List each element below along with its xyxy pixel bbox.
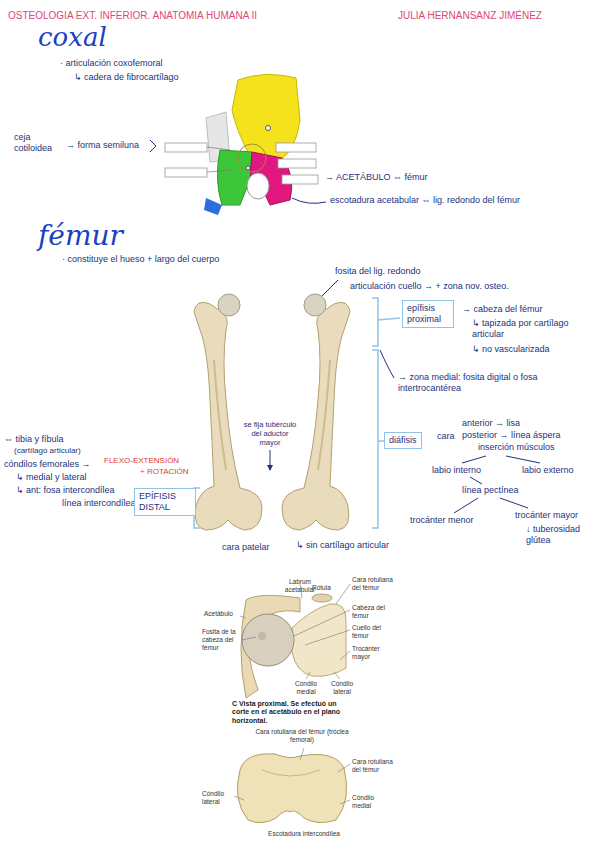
leader-lines xyxy=(189,280,540,528)
drawing-part xyxy=(246,166,250,170)
drawing-part xyxy=(204,198,222,215)
drawing-part xyxy=(262,770,320,776)
figure-label: Cóndilo lateral xyxy=(202,790,234,806)
drawing-part xyxy=(454,456,540,513)
note-text: línea pectínea xyxy=(462,485,519,496)
drawing-part xyxy=(165,143,207,152)
figure-label: Escotadura intercondílea xyxy=(264,830,344,838)
drawing-part xyxy=(282,175,318,184)
drawing-part xyxy=(217,150,254,205)
drawing-part xyxy=(266,126,271,131)
note-text: trocánter mayor xyxy=(515,510,578,521)
note-text: ↓ tuberosidad glútea xyxy=(526,524,588,546)
term-text: epífisis proximal xyxy=(407,303,449,325)
note-text: ↳ ant: fosa intercondílea xyxy=(16,485,115,496)
note-text: → forma semiluna xyxy=(66,140,139,151)
drawing-part xyxy=(258,632,266,640)
drawing-part xyxy=(282,294,350,530)
drawing-part xyxy=(380,350,394,378)
note-text: → cabeza del fémur xyxy=(462,304,543,315)
figure-label: Cara rotuliana del fémur xyxy=(352,758,394,774)
note-text: + ROTACIÓN xyxy=(140,467,189,477)
note-text: · constituye el hueso + largo del cuerpo xyxy=(62,254,219,265)
drawing-part xyxy=(238,144,266,172)
note-text: → zona medial: fosita digital o fosa int… xyxy=(398,372,578,394)
note-text: C Vista proximal. Se efectuó un corte en… xyxy=(232,700,352,725)
note-text: cara xyxy=(437,431,455,442)
note-text: labio interno xyxy=(432,465,481,476)
section-heading: coxal xyxy=(38,24,107,50)
coxal-bone xyxy=(150,74,326,215)
page-title: OSTEOLOGIA EXT. INFERIOR. ANATOMIA HUMAN… xyxy=(8,10,257,21)
drawing-part xyxy=(372,350,384,528)
note-text: cóndilos femorales → xyxy=(4,459,91,470)
note-text: se fija tubérculo del aductor mayor xyxy=(242,420,298,447)
figure-label: Acetábulo xyxy=(204,610,233,618)
figure-label: Cuello del fémur xyxy=(352,624,398,640)
note-text: JULIA HERNANSANZ JIMÉNEZ xyxy=(398,10,542,22)
note-text: ↳ no vascularizada xyxy=(472,344,550,355)
drawing-part xyxy=(247,173,269,199)
term-text: diáfisis xyxy=(389,435,417,446)
note-text: (cartílago articular) xyxy=(14,446,81,456)
section-heading: fémur xyxy=(38,222,123,250)
note-text: ⇔ tibia y fíbula xyxy=(4,434,64,445)
drawing-part xyxy=(194,294,262,530)
note-text: ceja cotiloidea xyxy=(14,132,64,154)
note-text: inserción músculos xyxy=(478,442,555,453)
figure-label: Rótula xyxy=(312,584,331,592)
drawing-part xyxy=(372,298,400,346)
figure-label: Cara rotuliana del fémur xyxy=(352,576,398,592)
figure-label: Cóndilo medial xyxy=(290,680,322,696)
drawing-part xyxy=(322,280,338,296)
note-text: línea intercondílea xyxy=(62,498,136,509)
note-text: ↳ sin cartílago articular xyxy=(296,540,389,551)
note-text: ↳ medial y lateral xyxy=(16,472,87,483)
note-text: labio externo xyxy=(522,465,574,476)
drawing-part xyxy=(270,450,271,470)
drawing-part xyxy=(150,140,156,152)
note-text: fosita del lig. redondo xyxy=(335,266,421,277)
drawing-part xyxy=(276,143,316,152)
boxed-term: EPÍFISIS DISTAL xyxy=(134,488,196,516)
note-text: articulación cuello → + zona nov. osteo. xyxy=(350,281,509,292)
figure-label: Trocánter mayor xyxy=(352,645,398,661)
note-text: FLEXO-EXTENSIÓN xyxy=(104,456,179,466)
boxed-term: diáfisis xyxy=(384,432,422,449)
note-text: · articulación coxofemoral xyxy=(60,58,163,69)
drawing-part xyxy=(312,594,332,602)
drawing-part xyxy=(242,614,294,666)
note-text: → ACETÁBULO ⇔ fémur xyxy=(325,172,428,183)
note-text: cara patelar xyxy=(222,542,270,553)
figure-label: Fosita de la cabeza del fémur xyxy=(202,628,240,651)
note-text: trocánter menor xyxy=(410,515,474,526)
drawing-part xyxy=(234,748,350,804)
drawing-part xyxy=(240,584,350,679)
note-text: ↳ cadera de fibrocartílago xyxy=(74,72,179,83)
note-text: posterior → línea áspera xyxy=(462,430,561,441)
note-text: ↳ tapizada por cartílago articular xyxy=(472,318,582,340)
term-text: EPÍFISIS DISTAL xyxy=(139,491,191,513)
note-text: escotadura acetabular ⇔ lig. redondo del… xyxy=(330,195,520,206)
drawing-part xyxy=(237,754,346,823)
drawing-part xyxy=(207,147,232,172)
drawing-part xyxy=(165,168,207,177)
drawing-part xyxy=(278,159,316,168)
figure-label: Cóndilo medial xyxy=(352,794,388,810)
drawing-part xyxy=(292,198,326,203)
boxed-term: epífisis proximal xyxy=(402,300,454,328)
femur-pair xyxy=(194,294,350,530)
drawing-part xyxy=(241,595,300,698)
note-text: anterior → lisa xyxy=(462,418,520,429)
figure-label: Cabeza del fémur xyxy=(352,604,398,620)
figure-label: Cóndilo lateral xyxy=(326,680,358,696)
figure-label: Cara rotuliana del fémur (tróclea femora… xyxy=(252,728,352,744)
distal-femur xyxy=(234,748,350,823)
